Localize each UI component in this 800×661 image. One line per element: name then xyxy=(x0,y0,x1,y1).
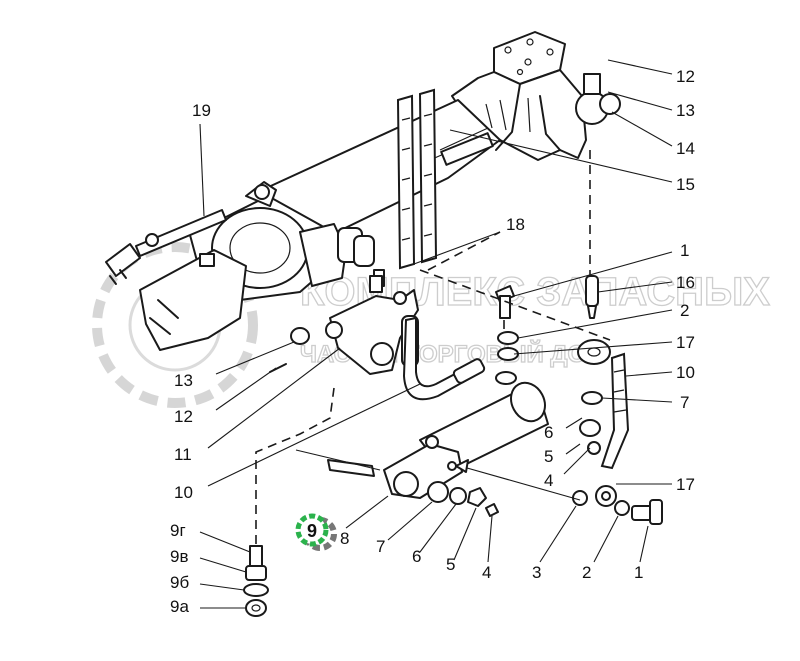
callout-5-bottom: 5 xyxy=(446,555,455,574)
callout-13-top: 13 xyxy=(676,101,695,120)
callout-17-upper: 17 xyxy=(676,333,695,352)
callout-14: 14 xyxy=(676,139,695,158)
callout-9g: 9г xyxy=(170,521,186,540)
callout-9b: 9б xyxy=(170,573,189,592)
callout-7-right: 7 xyxy=(680,393,689,412)
hose-right xyxy=(595,352,630,507)
callout-4-right: 4 xyxy=(544,471,553,490)
callout-9v: 9в xyxy=(170,547,189,566)
callout-13-left: 13 xyxy=(174,371,193,390)
callout-11: 11 xyxy=(174,445,192,464)
callout-7-bottom: 7 xyxy=(376,537,385,556)
callout-9a: 9а xyxy=(170,597,189,616)
assembly-lines xyxy=(255,150,611,544)
callout-6-bottom: 6 xyxy=(412,547,421,566)
callout-1-bottom: 1 xyxy=(634,563,643,582)
callout-12-left: 12 xyxy=(174,407,193,426)
badge-ring-icon xyxy=(295,513,329,547)
callout-18: 18 xyxy=(506,215,525,234)
callout-6-right: 6 xyxy=(544,423,553,442)
callout-2-bottom: 2 xyxy=(582,563,591,582)
badge-gear-icon xyxy=(303,517,337,551)
leader-lines xyxy=(199,59,673,609)
callout-5-right: 5 xyxy=(544,447,553,466)
callout-4-bottom: 4 xyxy=(482,563,491,582)
tie-rod xyxy=(105,209,227,285)
axle-housing xyxy=(139,31,587,351)
callout-numbers: 12 13 14 15 19 18 1 16 2 17 10 7 6 5 4 1… xyxy=(170,67,695,616)
highlight-badge-9[interactable]: 9 xyxy=(295,513,337,551)
hose-left xyxy=(402,316,486,401)
callout-2-right: 2 xyxy=(680,301,689,320)
hydraulic-cylinder xyxy=(327,381,549,499)
badge-label: 9 xyxy=(307,521,317,541)
callout-19: 19 xyxy=(192,101,211,120)
vertical-hoses xyxy=(396,88,438,270)
hardware xyxy=(243,73,663,617)
callout-17-lower: 17 xyxy=(676,475,695,494)
callout-10-left: 10 xyxy=(174,483,193,502)
callout-15: 15 xyxy=(676,175,695,194)
callout-16: 16 xyxy=(676,273,695,292)
callout-10-right: 10 xyxy=(676,363,695,382)
callout-3: 3 xyxy=(532,563,541,582)
callout-1-right: 1 xyxy=(680,241,689,260)
callout-8: 8 xyxy=(340,529,349,548)
callout-12-top: 12 xyxy=(676,67,695,86)
